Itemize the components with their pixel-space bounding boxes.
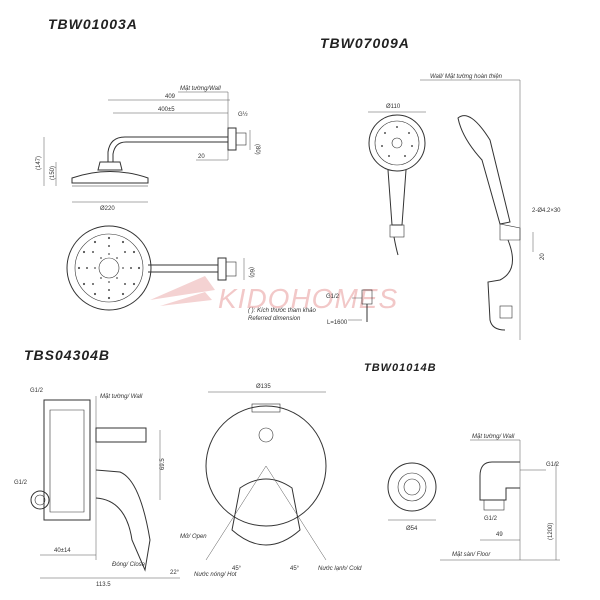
- mixer-g12-side: G1/2: [14, 480, 28, 486]
- elbow-wall-label: Mặt tường/ Wall: [472, 434, 515, 440]
- hand-shower-hose: G1/2 L=1600: [326, 289, 373, 326]
- title-hand-shower: TBW07009A: [320, 35, 410, 51]
- elbow-front-view: Ø54: [387, 462, 437, 532]
- dim-49: 49: [496, 532, 503, 538]
- dim-g12-head: G½: [238, 111, 248, 118]
- dim-695: 69.5: [160, 458, 166, 470]
- shower-head-side-view: Mặt tường/Wall 409 400±5 G½ (80) 20 (147…: [36, 86, 260, 212]
- title-mixer: TBS04304B: [24, 347, 110, 363]
- ref-dim-en: Referred dimension: [248, 316, 301, 322]
- mixer-wall-label: Mặt tường/ Wall: [100, 394, 143, 400]
- dim-1200: (1200): [548, 523, 554, 540]
- ang-22: 22°: [170, 570, 180, 576]
- dim-1135: 113.5: [96, 582, 111, 588]
- mixer-open: Mở/ Open: [180, 533, 207, 540]
- dim-screw: 2-Ø4.2×30: [532, 208, 561, 214]
- dim-147: (147): [36, 156, 42, 170]
- dim-54: Ø54: [406, 526, 418, 532]
- dim-409: 409: [165, 94, 176, 100]
- ref-dim-vi: ( ): Kích thước tham khảo: [248, 307, 316, 314]
- mixer-front-view: Ø135 45° 45° Nước nóng/ Hot Nước lạnh/ C…: [194, 384, 362, 578]
- hand-g12: G1/2: [326, 294, 340, 300]
- hand-shower-wall-label: Wall/ Mặt tường hoàn thiện: [430, 74, 503, 80]
- hand-shower-side: 2-Ø4.2×30 20: [457, 115, 561, 331]
- dim-110: Ø110: [386, 104, 401, 110]
- dim-400: 400±5: [158, 107, 175, 113]
- mixer-close: Đóng/ Close: [112, 562, 146, 568]
- dim-220: Ø220: [100, 206, 115, 212]
- dim-20-head: 20: [198, 154, 205, 160]
- elbow-floor: Mặt sàn/ Floor: [452, 552, 491, 558]
- dim-135: Ø135: [256, 384, 271, 390]
- ang-45-right: 45°: [290, 566, 300, 572]
- mixer-hot: Nước nóng/ Hot: [194, 572, 237, 578]
- hand-shower-front: Wall/ Mặt tường hoàn thiện Ø110: [368, 74, 521, 340]
- elbow-side-view: Mặt tường/ Wall G1/2 G1/2 49 (1200) Mặt …: [440, 434, 560, 561]
- dim-60: (60): [248, 267, 254, 278]
- shower-head-face-view: (60) ( ): Kích thước tham khảo Referred …: [66, 225, 316, 322]
- shower-head-wall-label: Mặt tường/Wall: [180, 86, 221, 92]
- hose-length: L=1600: [327, 320, 348, 326]
- mixer-cold: Nước lạnh/ Cold: [318, 566, 362, 572]
- elbow-g12-b: G1/2: [484, 516, 498, 522]
- dim-80: (80): [254, 144, 260, 155]
- mixer-g12-top: G1/2: [30, 388, 44, 394]
- dim-20-hand: 20: [540, 253, 546, 260]
- mixer-side-view: Mặt tường/ Wall G1/2 G1/2 40±14 113.5 69…: [14, 388, 207, 588]
- title-shower-head: TBW01003A: [48, 16, 138, 32]
- title-elbow: TBW01014B: [364, 362, 437, 374]
- dim-150: (150): [50, 166, 56, 180]
- elbow-g12-a: G1/2: [546, 462, 560, 468]
- dim-40: 40±14: [54, 548, 71, 554]
- ang-45-left: 45°: [232, 566, 242, 572]
